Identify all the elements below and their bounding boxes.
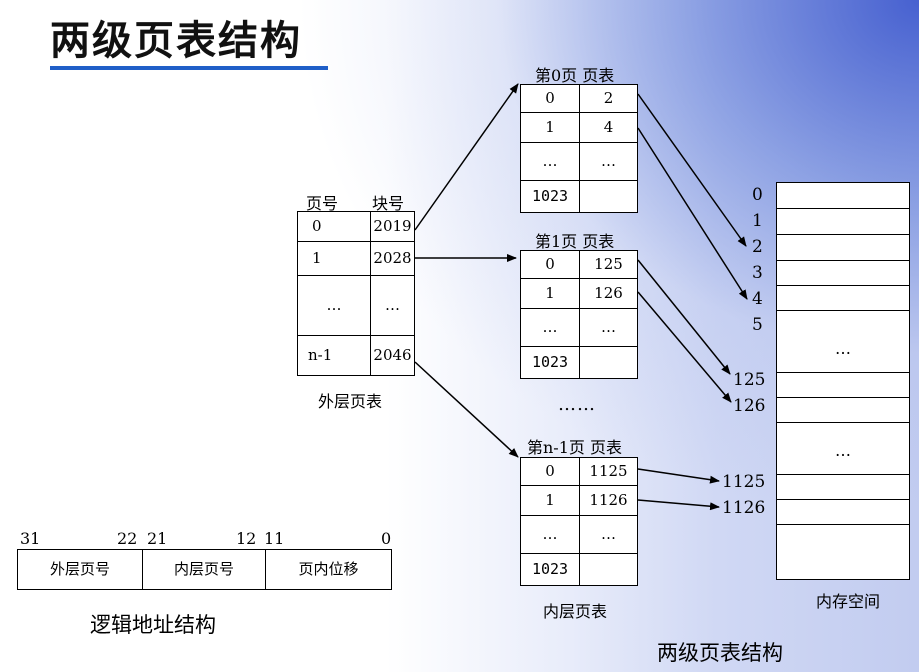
inner1-cell-3-1 (579, 346, 638, 379)
memory-caption: 内存空间 (816, 592, 881, 611)
inner1-cell-2-1: … (579, 308, 638, 347)
inner-table-1-header: 第1页 页表 (535, 232, 615, 251)
inner1-cell-0-0: 0 (520, 250, 580, 279)
mem-label-5: 5 (752, 315, 763, 335)
outer-cell-page-ellipsis: … (297, 275, 371, 336)
outer-page-table: 0 2019 1 2028 … … n-1 2046 (297, 211, 415, 376)
inner-tables-caption: 内层页表 (543, 602, 608, 621)
mem-label-125: 125 (733, 370, 766, 390)
bit-22: 22 (117, 529, 138, 548)
inner2-cell-2-1: … (579, 515, 638, 554)
title-underline (50, 66, 328, 70)
bit-0: 0 (381, 529, 392, 548)
mem-label-3: 3 (752, 263, 763, 283)
mem-label-4: 4 (752, 289, 763, 309)
inner0-cell-2-0: … (520, 142, 580, 181)
arrow-innerlast-to-mem1125 (637, 468, 720, 484)
mem-label-126: 126 (733, 396, 766, 416)
inner0-cell-3-1 (579, 180, 638, 213)
memory-ellipsis-1: … (835, 339, 851, 358)
outer-table-caption: 外层页表 (318, 392, 383, 411)
inner2-cell-1-1: 1126 (579, 485, 638, 516)
outer-cell-block-0: 2019 (370, 211, 415, 242)
outer-header-block-no: 块号 (372, 194, 405, 213)
outer-cell-block-last: 2046 (370, 335, 415, 376)
inner0-cell-0-1: 2 (579, 84, 638, 113)
outer-cell-page-last: n-1 (297, 335, 371, 376)
inner0-cell-1-1: 4 (579, 112, 638, 143)
arrow-outerlast-to-innerlast (414, 361, 519, 458)
mem-label-0: 0 (752, 185, 763, 205)
mem-label-2: 2 (752, 237, 763, 257)
arrow-innerlast-to-mem1126 (637, 499, 720, 511)
memory-space: … … (776, 182, 910, 580)
bit-12: 12 (236, 529, 257, 548)
arrow-inner1-to-mem125 (637, 259, 731, 375)
inner-table-0-header: 第0页 页表 (535, 66, 615, 85)
memory-ellipsis-2: … (835, 441, 851, 460)
mem-label-1126: 1126 (722, 498, 766, 518)
inner2-cell-0-0: 0 (520, 457, 580, 486)
arrow-inner0-to-mem4 (637, 127, 748, 300)
field-outer-page-no: 外层页号 (17, 549, 143, 590)
bit-11: 11 (264, 529, 285, 548)
inner0-cell-3-0: 1023 (520, 180, 580, 213)
bit-31: 31 (20, 529, 41, 548)
page-title: 两级页表结构 (50, 18, 302, 64)
arrow-inner1-to-mem126 (637, 291, 732, 403)
outer-cell-block-1: 2028 (370, 241, 415, 276)
mem-label-1: 1 (752, 211, 763, 231)
inner0-cell-0-0: 0 (520, 84, 580, 113)
arrow-inner0-to-mem2 (637, 93, 747, 247)
inner-table-last-header: 第n-1页 页表 (527, 438, 622, 457)
logical-address-caption: 逻辑地址结构 (90, 613, 216, 637)
inner-tables-ellipsis: …… (558, 394, 596, 415)
bit-21: 21 (147, 529, 168, 548)
inner0-cell-2-1: … (579, 142, 638, 181)
inner2-cell-0-1: 1125 (579, 457, 638, 486)
logical-address-structure: 外层页号 内层页号 页内位移 (17, 549, 392, 590)
mem-label-1125: 1125 (722, 472, 766, 492)
arrow-outer0-to-inner0 (414, 83, 519, 231)
outer-header-page-no: 页号 (306, 194, 339, 213)
diagram-caption: 两级页表结构 (657, 641, 783, 665)
field-page-offset: 页内位移 (265, 549, 392, 590)
inner2-cell-3-1 (579, 553, 638, 586)
inner2-cell-2-0: … (520, 515, 580, 554)
